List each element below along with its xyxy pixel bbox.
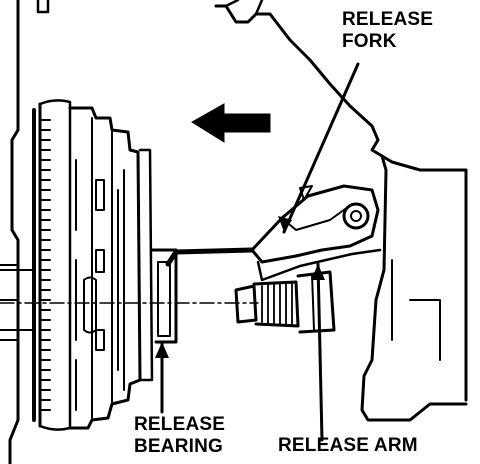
release-bearing-label: RELEASE BEARING	[134, 414, 225, 458]
release-fork	[250, 184, 382, 282]
release-bearing-label-line-1: RELEASE	[134, 414, 226, 435]
release-fork-label-line-1: RELEASE	[342, 9, 434, 30]
release-arm-label: RELEASE ARM	[278, 435, 418, 456]
leader-arrowheads	[155, 216, 325, 358]
fork-to-bearing-arrow	[165, 247, 255, 267]
engine-housing	[0, 0, 50, 464]
arrow-left-icon	[191, 103, 271, 143]
clutch-assembly	[0, 99, 178, 431]
release-bearing-label-line-2: BEARING	[134, 436, 224, 457]
release-arm	[234, 270, 336, 334]
release-fork-label: RELEASE FORK	[342, 9, 433, 53]
transmission-case	[214, 0, 468, 422]
release-fork-label-line-2: FORK	[342, 31, 397, 52]
